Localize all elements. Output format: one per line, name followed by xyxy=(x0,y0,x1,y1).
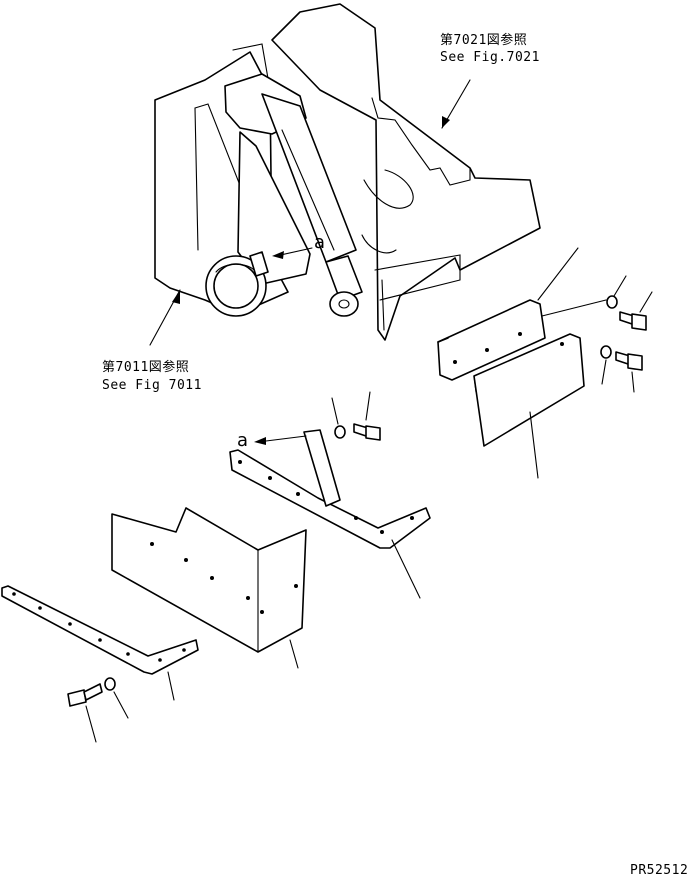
ref-7021-arrowhead xyxy=(442,116,450,128)
splash-cover-right xyxy=(473,333,585,447)
cover-leader xyxy=(529,411,539,479)
callout-a-lower: a xyxy=(237,430,249,451)
bolt-lower-right xyxy=(615,351,643,393)
pivot-hub xyxy=(205,251,269,317)
washer-lower-right xyxy=(600,345,612,385)
mounting-strip-lower xyxy=(1,585,199,701)
plate-connector xyxy=(541,299,607,317)
bolt-center xyxy=(353,391,381,441)
ref-7011-label-jp: 第7011図参照 xyxy=(102,360,190,375)
bolt-lower-left xyxy=(67,683,103,743)
ref-7011-arrowhead xyxy=(172,290,180,304)
drawing-code: PR52512 xyxy=(630,863,689,878)
callout-a-lower-arrowhead xyxy=(254,437,266,445)
hydraulic-cylinder xyxy=(261,93,363,317)
ref-7011-label-en: See Fig 7011 xyxy=(102,378,202,393)
right-housing xyxy=(271,3,541,341)
mounting-plate-upper xyxy=(437,299,546,381)
bolt-upper-right xyxy=(619,291,653,331)
ref-7021-label-en: See Fig.7021 xyxy=(440,50,540,65)
support-bracket-center xyxy=(229,429,431,599)
callout-a-upper-arrowhead xyxy=(272,251,284,259)
washer-lower-left xyxy=(104,677,129,719)
washer-center xyxy=(331,397,346,439)
callout-a-upper: a xyxy=(314,232,326,253)
ref-7021-label-jp: 第7021図参照 xyxy=(440,33,528,48)
washer-upper-right xyxy=(606,275,627,309)
splash-cover-lower xyxy=(111,507,307,669)
plate-leader xyxy=(537,247,579,301)
